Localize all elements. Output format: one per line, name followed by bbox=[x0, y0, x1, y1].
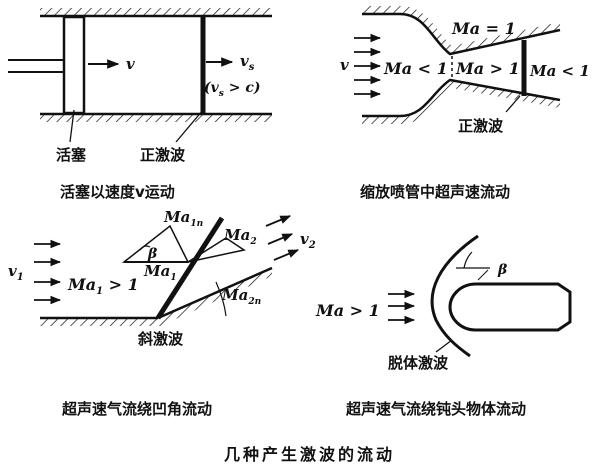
nozzle-ma-lt-right: Ma < 1 bbox=[529, 62, 590, 80]
wedge-outflow-arrows bbox=[265, 215, 299, 261]
shock-condition-label: (vs > c) bbox=[204, 80, 260, 99]
wedge-ma1-label: Ma1 bbox=[143, 262, 177, 283]
oblique-shock-line bbox=[155, 216, 225, 320]
piston-v-label: v bbox=[126, 55, 135, 73]
nozzle-inflow-arrows bbox=[354, 33, 382, 99]
wedge-caption: 超声速气流绕凹角流动 bbox=[61, 400, 212, 418]
wedge-beta-label: β bbox=[147, 246, 158, 262]
wedge-ma2-label: Ma2 bbox=[223, 226, 257, 247]
panel-blunt: β Ma > 1 脱体激波 超声速气流绕钝头物体流动 bbox=[315, 234, 572, 418]
piston-shock-label: 正激波 bbox=[140, 146, 186, 164]
piston-label: 活塞 bbox=[56, 146, 87, 164]
blunt-shock-label: 脱体激波 bbox=[388, 354, 449, 372]
nozzle-shock-label: 正激波 bbox=[458, 117, 504, 135]
panel-wedge: v1 Ma1 > 1 Ma1 Ma1n Ma2 Ma2n v2 β 斜激波 超声… bbox=[8, 208, 316, 418]
panel-nozzle: v Ma = 1 Ma < 1 Ma > 1 Ma < 1 正激波 缩放喷管中超… bbox=[340, 6, 590, 201]
nozzle-ma-eq-label: Ma = 1 bbox=[451, 19, 516, 38]
detached-shock-curve bbox=[430, 234, 479, 358]
wedge-inflow-arrows bbox=[34, 239, 62, 305]
shock-vs-label: vs bbox=[240, 52, 255, 73]
piston bbox=[62, 15, 86, 115]
wedge-ma1n-label: Ma1n bbox=[163, 208, 203, 229]
wedge-ma1-gt-label: Ma1 > 1 bbox=[67, 275, 139, 297]
nozzle-ma-lt-left: Ma < 1 bbox=[383, 59, 448, 78]
wedge-v2-label: v2 bbox=[300, 230, 316, 251]
blunt-ma-gt-label: Ma > 1 bbox=[315, 301, 380, 320]
blunt-beta-label: β bbox=[497, 262, 508, 278]
wedge-v1-label: v1 bbox=[8, 262, 24, 283]
nozzle-caption: 缩放喷管中超声速流动 bbox=[360, 183, 510, 201]
wedge-ma2n-label: Ma2n bbox=[221, 286, 261, 307]
wedge-shock-label: 斜激波 bbox=[137, 330, 184, 348]
top-wall bbox=[40, 8, 272, 16]
piston-caption: 活塞以速度v运动 bbox=[60, 183, 175, 201]
blunt-body bbox=[448, 282, 572, 332]
nozzle-v-label: v bbox=[340, 56, 349, 74]
nozzle-ma-gt: Ma > 1 bbox=[455, 59, 520, 78]
panel-piston: v vs (vs > c) 活塞 正激波 活塞以速度v运动 bbox=[8, 8, 272, 201]
figure-title: 几种产生激波的流动 bbox=[224, 445, 395, 464]
blunt-caption: 超声速气流绕钝头物体流动 bbox=[345, 400, 526, 418]
blunt-inflow-arrows bbox=[388, 289, 416, 325]
velocity-triangle-downstream bbox=[187, 237, 246, 263]
